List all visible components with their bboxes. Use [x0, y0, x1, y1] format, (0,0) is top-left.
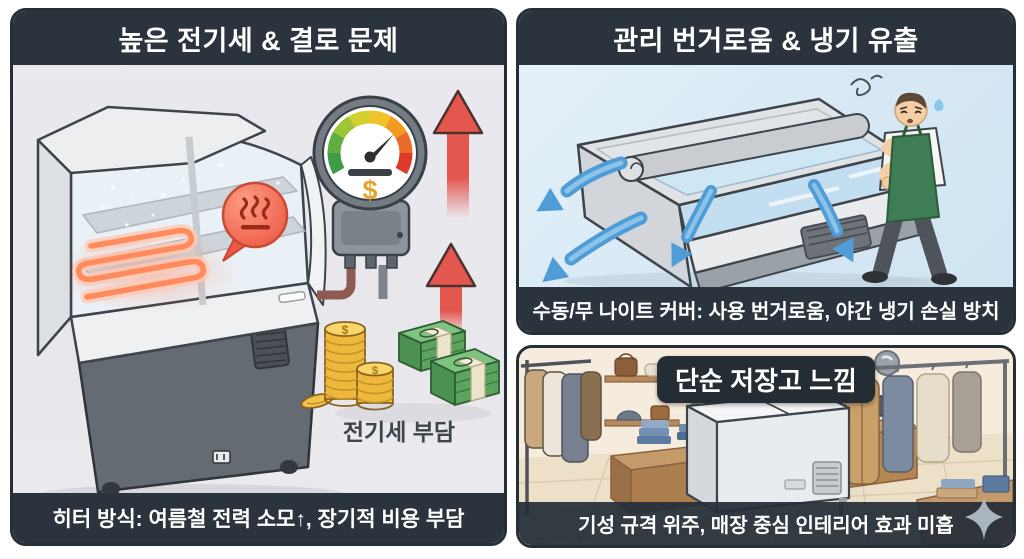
heat-waves-glyph	[239, 195, 271, 220]
meter-body-inset	[341, 211, 401, 245]
night-cover-illustration	[536, 74, 957, 287]
cost-rise-arrow-bottom	[425, 242, 477, 335]
left-panel-title: 높은 전기세 & 결로 문제	[13, 11, 504, 65]
cold-air-arrow	[542, 211, 648, 283]
handbag	[614, 357, 638, 377]
right-frame	[300, 156, 327, 306]
worker-leg	[873, 207, 904, 279]
cold-air-arrow	[536, 156, 628, 212]
badge-plate	[212, 450, 231, 464]
coat	[580, 371, 602, 441]
hat	[616, 410, 642, 421]
left-problem-panel: 높은 전기세 & 결로 문제	[10, 8, 507, 546]
storage-feel-title: 단순 저장고 느낌	[657, 356, 875, 403]
meter-stubs	[344, 254, 398, 269]
meter-pipe-left	[317, 263, 356, 300]
coin-dollar-symbol: $	[372, 365, 378, 377]
chest-freezer-side	[685, 404, 719, 514]
heat-warning-bubble-icon	[221, 181, 289, 262]
badge-marks	[216, 454, 225, 460]
money-shadow	[335, 403, 491, 423]
worker-shoe	[931, 273, 957, 285]
chest-freezer-badge	[784, 479, 806, 490]
wall-clock	[874, 350, 900, 376]
sweat-drop-icon	[934, 99, 944, 112]
heat-bar-glyph	[241, 225, 270, 230]
frustration-squiggle	[850, 74, 883, 97]
chest-freezer-front	[715, 406, 851, 514]
folded-clothes	[941, 479, 975, 488]
storage-feel-panel: 단순 저장고 느낌 기성 규격 위주, 매장 중심 인테리어 효과 미흡	[516, 345, 1016, 548]
meter-dot	[397, 232, 403, 238]
cold-air-arrow	[671, 185, 717, 268]
electricity-burden-label: 전기세 부담	[342, 419, 456, 445]
coat	[916, 373, 950, 463]
night-cover-roll	[620, 115, 868, 180]
cash-stack-front	[430, 348, 500, 406]
electric-cost-illustration: $ $	[36, 89, 500, 499]
chest-freezer-vent	[812, 461, 842, 495]
worker-hair	[896, 92, 927, 109]
right-clothing-rack	[828, 359, 1013, 528]
heater-coil	[56, 224, 240, 313]
gauge-slot	[348, 169, 392, 176]
top-right-panel-caption: 수동/무 나이트 커버: 사용 번거로움, 야간 냉기 손실 방치	[519, 287, 1013, 332]
coin-stacks-icon: $ $	[300, 321, 394, 411]
open-top-freezer	[576, 97, 920, 287]
worker-leg	[913, 207, 947, 281]
left-clothing-rack	[520, 359, 602, 516]
electric-meter-icon: $	[312, 95, 428, 300]
caster-wheel	[280, 460, 298, 474]
left-side-panel	[36, 138, 73, 357]
cash-stacks-icon	[398, 320, 500, 406]
gauge-arc	[327, 110, 413, 175]
cold-air-arrow	[808, 179, 854, 263]
worker-shoe	[862, 271, 888, 283]
vent-louvers	[255, 331, 287, 364]
worker-shadow	[871, 277, 951, 287]
folded-clothes	[982, 475, 1010, 493]
top-lid	[36, 105, 267, 175]
worker-mouth	[907, 118, 913, 124]
top-right-panel-title: 관리 번거로움 & 냉기 유출	[519, 11, 1013, 65]
bottom-right-panel-caption: 기성 규격 위주, 매장 중심 인테리어 효과 미흡	[519, 502, 1013, 545]
handle-slot	[278, 290, 306, 304]
dollar-symbol: $	[362, 175, 377, 205]
coat	[952, 371, 982, 453]
freezer-foot	[839, 498, 847, 504]
cost-rise-arrow-top	[432, 89, 484, 218]
worker-apron	[886, 133, 940, 223]
coat	[882, 375, 914, 473]
caster-wheel	[102, 482, 120, 496]
small-bag	[650, 405, 670, 421]
coin-dollar-symbol: $	[342, 323, 349, 337]
worker-eyebrows	[899, 106, 923, 110]
sparkle-icon	[965, 496, 1003, 540]
worker-closed-eyes	[900, 110, 922, 114]
display-case-illustration	[36, 105, 327, 496]
left-panel-caption: 히터 방식: 여름철 전력 소모↑, 장기적 비용 부담	[13, 493, 504, 543]
cold-air-arrows	[536, 156, 854, 283]
worker-illustration	[850, 74, 957, 285]
gauge-needle-hub	[364, 151, 376, 163]
coin-stack-short: $	[356, 361, 394, 411]
night-cover-panel: 관리 번거로움 & 냉기 유출	[516, 8, 1016, 335]
